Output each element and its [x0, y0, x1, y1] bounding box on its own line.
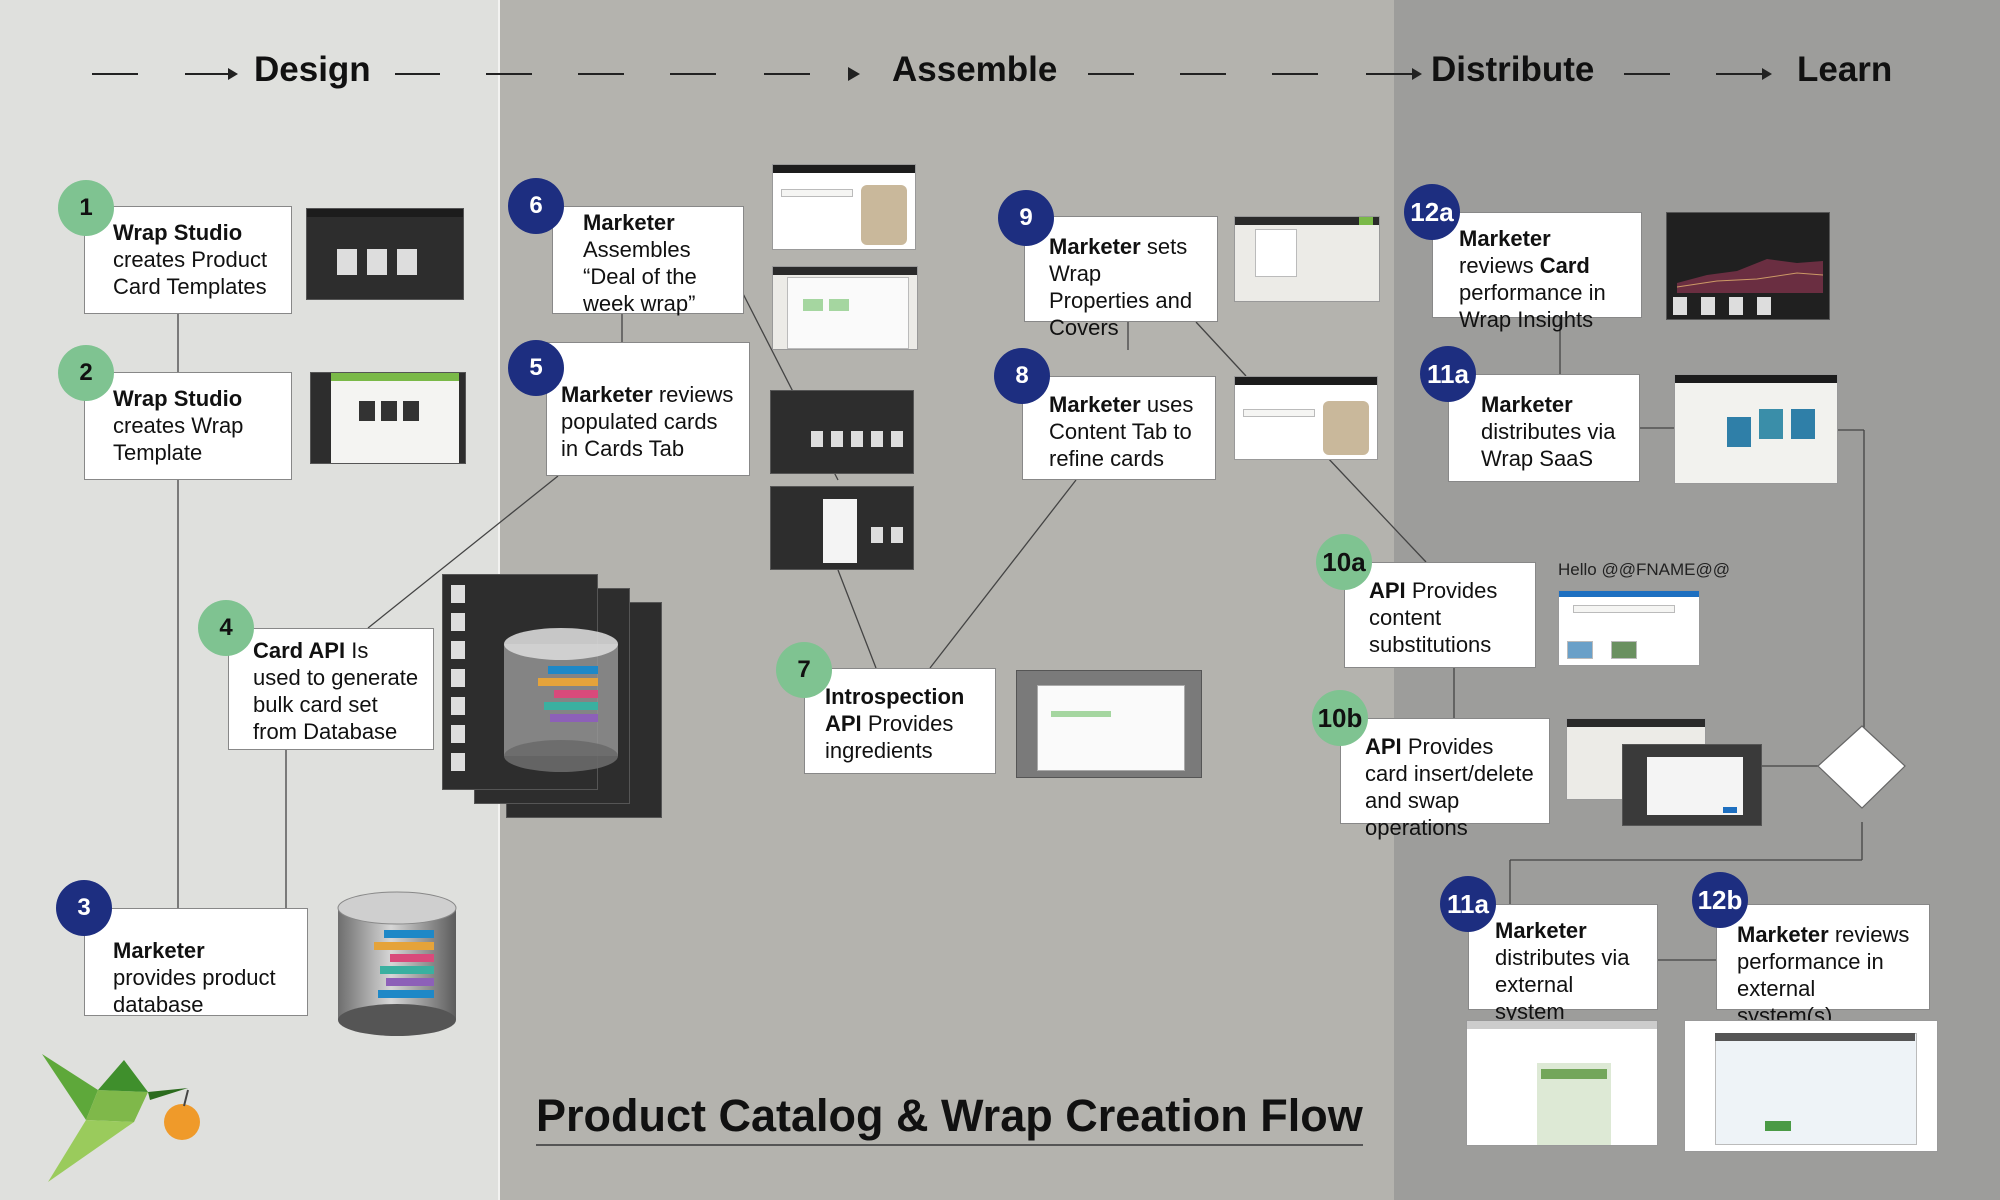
step-11a-bottom-actor: Marketer	[1495, 918, 1587, 943]
step-10a-actor: API	[1369, 578, 1406, 603]
step-7-screenshot	[1016, 670, 1202, 778]
step-9-text: sets Wrap Properties and Covers	[1049, 234, 1193, 340]
step-6-screenshot-b	[772, 266, 918, 350]
step-3-box: Marketer provides product database	[84, 908, 308, 1017]
step-6-box: Marketer Assembles “Deal of the week wra…	[552, 206, 744, 316]
step-10a-screenshot	[1558, 590, 1700, 666]
database-icon	[337, 891, 457, 1036]
step-12a-box: Marketer reviews Card performance in Wra…	[1432, 212, 1642, 332]
diagram-title: Product Catalog & Wrap Creation Flow	[536, 1090, 1363, 1146]
step-10b-actor: API	[1365, 734, 1402, 759]
phase-learn: Learn	[1797, 50, 1893, 89]
step-6-text: Assembles “Deal of the week wrap”	[583, 237, 697, 316]
step-9-screenshot	[1234, 216, 1380, 302]
decision-diamond-icon	[1817, 725, 1906, 809]
step-12b-actor: Marketer	[1737, 922, 1829, 947]
step-12a-actor-2: Card	[1539, 253, 1590, 278]
step-8-screenshot	[1234, 376, 1378, 460]
phase-design: Design	[254, 50, 371, 89]
step-8-badge: 8	[994, 348, 1050, 404]
step-7-box: Introspection API Provides ingredients	[804, 668, 996, 774]
step-5-actor: Marketer	[561, 382, 653, 407]
step-2-actor: Wrap Studio	[113, 386, 243, 411]
step-10b-badge: 10b	[1312, 690, 1368, 746]
step-7-actor: Introspection API	[825, 684, 965, 736]
step-2-screenshot	[310, 372, 466, 464]
step-4-text: Is used to generate bulk card set from D…	[253, 638, 419, 744]
step-8-box: Marketer uses Content Tab to refine card…	[1022, 376, 1216, 480]
step-10a-text: Provides content substitutions	[1369, 578, 1498, 657]
step-1-screenshot	[306, 208, 464, 300]
step-11a-top-badge: 11a	[1420, 346, 1476, 402]
step-4-box: Card API Is used to generate bulk card s…	[228, 628, 434, 750]
step-6-badge: 6	[508, 178, 564, 234]
step-3-text: provides product database	[113, 965, 276, 1017]
step-1-actor: Wrap Studio	[113, 220, 243, 245]
step-5-screenshot-b	[770, 486, 914, 570]
step-11a-bottom-text: distributes via external system	[1495, 945, 1630, 1024]
step-12a-screenshot	[1666, 212, 1830, 320]
step-9-box: Marketer sets Wrap Properties and Covers	[1024, 216, 1218, 340]
step-5-box: Marketer reviews populated cards in Card…	[546, 342, 750, 476]
step-12a-text-2: performance in Wrap Insights	[1459, 280, 1606, 332]
step-11a-top-text: distributes via Wrap SaaS	[1481, 419, 1616, 471]
step-1-text: creates Product Card Templates	[113, 247, 268, 299]
step-11a-bottom-screenshot	[1466, 1020, 1658, 1146]
step-9-actor: Marketer	[1049, 234, 1141, 259]
hummingbird-logo-icon	[42, 1054, 200, 1182]
step-8-actor: Marketer	[1049, 392, 1141, 417]
step-12a-badge: 12a	[1404, 184, 1460, 240]
step-1-badge: 1	[58, 180, 114, 236]
step-6-actor: Marketer	[583, 210, 675, 235]
step-7-text: Provides ingredients	[825, 711, 954, 763]
step-4-actor: Card API	[253, 638, 346, 663]
step-10b-screenshot-b	[1622, 744, 1762, 826]
step-7-badge: 7	[776, 642, 832, 698]
step-12b-box: Marketer reviews performance in external…	[1716, 904, 1930, 1028]
step-12a-actor: Marketer	[1459, 226, 1551, 251]
phase-arrowheads	[228, 67, 1772, 81]
step-2-box: Wrap Studio creates Wrap Template	[84, 372, 292, 480]
step-6-screenshot-a	[772, 164, 916, 250]
step-11a-top-box: Marketer distributes via Wrap SaaS	[1448, 374, 1640, 482]
step-11a-top-actor: Marketer	[1481, 392, 1573, 417]
step-5-badge: 5	[508, 340, 564, 396]
step-9-badge: 9	[998, 190, 1054, 246]
step-4-badge: 4	[198, 600, 254, 656]
database-icon-translucent	[504, 628, 618, 772]
step-5-text: reviews populated cards in Cards Tab	[561, 382, 734, 461]
step-10a-badge: 10a	[1316, 534, 1372, 590]
step-10a-box: API Provides content substitutions	[1344, 562, 1536, 668]
step-2-badge: 2	[58, 345, 114, 401]
step-3-badge: 3	[56, 880, 112, 936]
phase-distribute: Distribute	[1431, 50, 1595, 89]
hello-substitution-label: Hello @@FNAME@@	[1558, 560, 1730, 579]
step-2-text: creates Wrap Template	[113, 413, 244, 465]
step-11a-bottom-box: Marketer distributes via external system	[1468, 904, 1658, 1024]
step-11a-bottom-badge: 11a	[1440, 876, 1496, 932]
phase-assemble: Assemble	[892, 50, 1058, 89]
step-12b-screenshot	[1684, 1020, 1938, 1152]
step-10b-box: API Provides card insert/delete and swap…	[1340, 718, 1550, 840]
step-12b-badge: 12b	[1692, 872, 1748, 928]
step-11a-top-screenshot	[1674, 374, 1838, 484]
step-12a-text: reviews	[1459, 253, 1534, 278]
step-3-actor: Marketer	[113, 938, 205, 963]
assemble-band	[498, 0, 1394, 1200]
step-5-screenshot-a	[770, 390, 914, 474]
step-1-box: Wrap Studio creates Product Card Templat…	[84, 206, 292, 314]
step-10b-text: Provides card insert/delete and swap ope…	[1365, 734, 1534, 840]
step-12b-text: reviews performance in external system(s…	[1737, 922, 1910, 1028]
step-8-text: uses Content Tab to refine cards	[1049, 392, 1194, 471]
step-connectors	[177, 275, 1865, 961]
